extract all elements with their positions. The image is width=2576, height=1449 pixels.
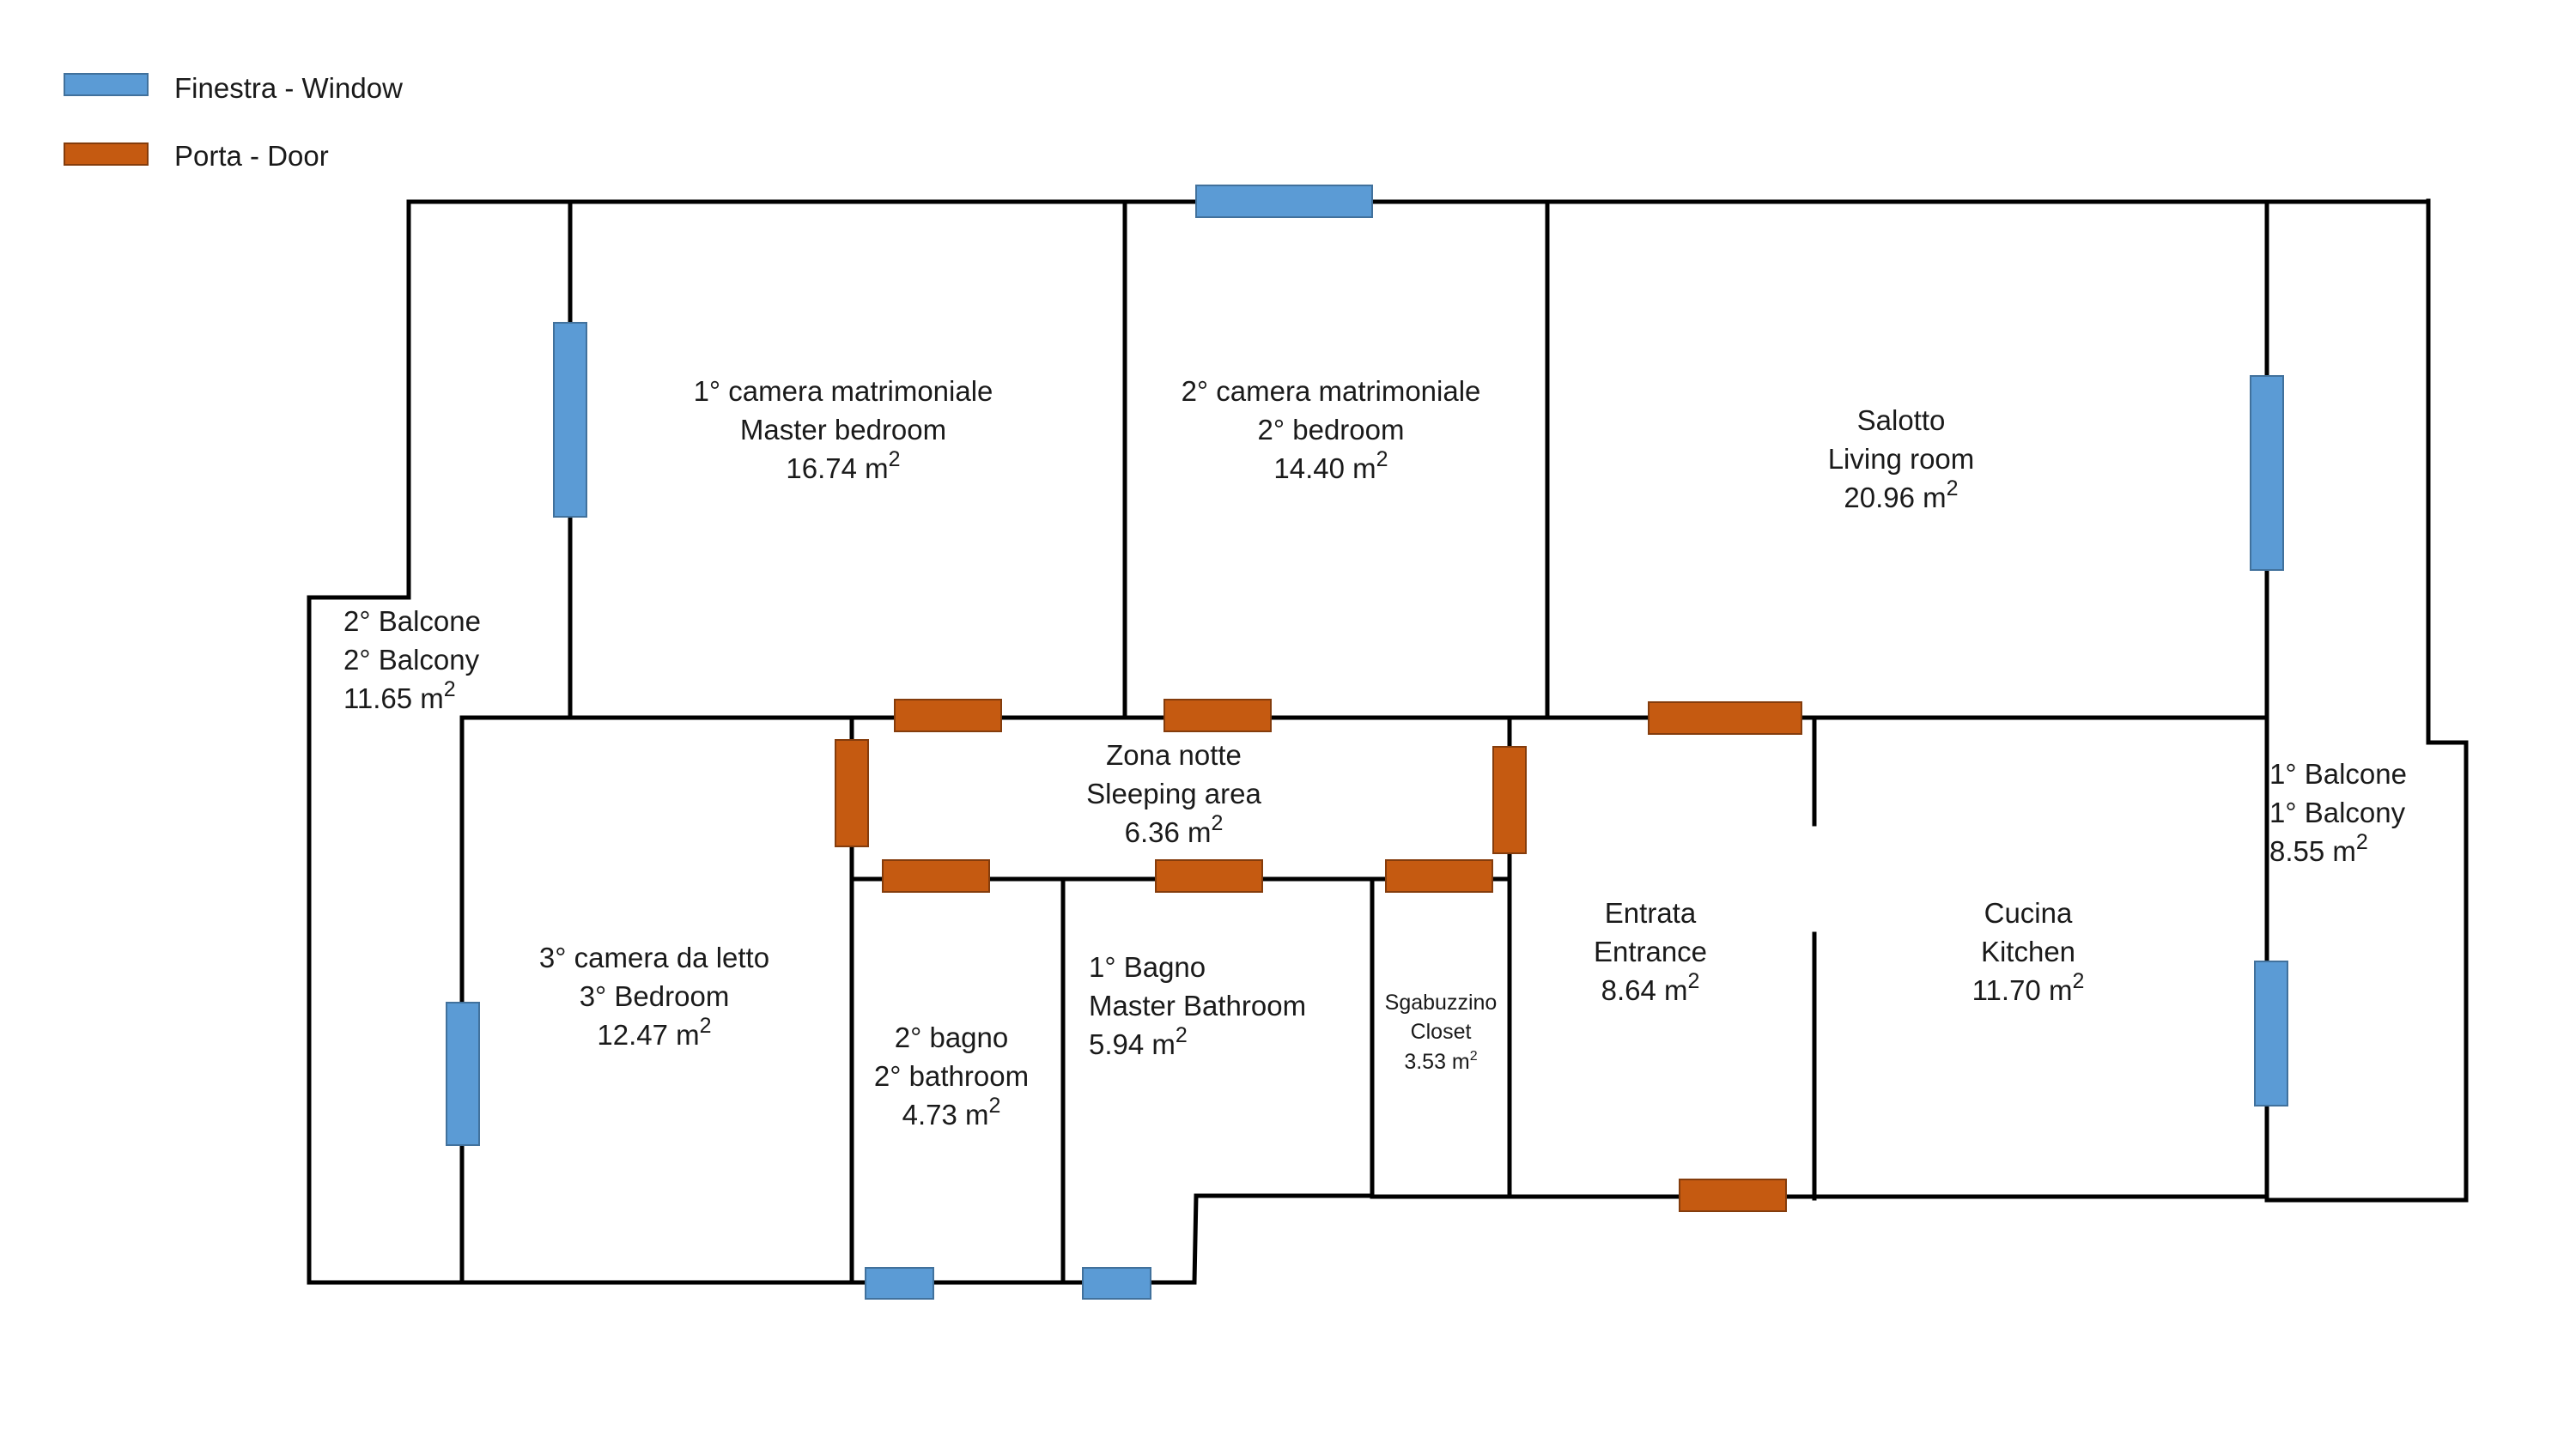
svg-text:2° Balcone: 2° Balcone [343,605,481,637]
balcony-1-outline [2264,199,2469,1203]
svg-text:1° camera matrimoniale: 1° camera matrimoniale [694,375,993,407]
label-balcony-2: 2° Balcone 2° Balcony 11.65 m2 [343,605,481,714]
label-master-bedroom: 1° camera matrimoniale Master bedroom 16… [694,375,993,484]
windows [446,185,2288,1300]
label-master-bathroom: 1° Bagno Master Bathroom 5.94 m2 [1089,951,1306,1060]
door-sleeping-area-east [1492,746,1527,854]
svg-text:Entrance: Entrance [1594,936,1707,967]
svg-text:14.40 m2: 14.40 m2 [1273,447,1388,484]
label-closet: Sgabuzzino Closet 3.53 m2 [1385,991,1498,1074]
window-kitchen [2254,961,2288,1106]
label-living-room: Salotto Living room 20.96 m2 [1828,404,1975,513]
svg-text:11.70 m2: 11.70 m2 [1972,969,2085,1006]
svg-text:4.73 m2: 4.73 m2 [902,1094,1001,1131]
legend: Finestra - Window Porta - Door [64,72,403,172]
doors [835,699,1802,1212]
window-second-bathroom [865,1267,934,1300]
label-kitchen: Cucina Kitchen 11.70 m2 [1972,897,2085,1006]
svg-text:Sgabuzzino: Sgabuzzino [1385,991,1498,1015]
svg-text:11.65 m2: 11.65 m2 [343,677,456,714]
svg-text:Living room: Living room [1828,443,1975,475]
svg-text:3° camera da letto: 3° camera da letto [539,942,769,973]
svg-text:2° camera matrimoniale: 2° camera matrimoniale [1182,375,1481,407]
svg-text:12.47 m2: 12.47 m2 [597,1014,711,1051]
svg-text:1° Balcone: 1° Balcone [2269,758,2407,790]
door-third-bedroom [835,739,869,847]
window-master-bathroom [1082,1267,1151,1300]
svg-text:1° Balcony: 1° Balcony [2269,797,2406,828]
svg-text:Zona notte: Zona notte [1106,739,1242,771]
door-legend-label: Porta - Door [174,140,329,172]
outer-wall-top [406,198,2431,204]
door-master-bedroom [894,699,1002,732]
svg-text:2° bedroom: 2° bedroom [1258,414,1405,446]
window-legend-label: Finestra - Window [174,72,403,104]
svg-text:3° Bedroom: 3° Bedroom [580,980,730,1012]
walls [307,198,2469,1285]
svg-text:3.53 m2: 3.53 m2 [1404,1049,1477,1074]
door-legend-swatch [64,142,149,166]
svg-text:Entrata: Entrata [1605,897,1697,929]
window-third-bedroom [446,1002,480,1146]
window-living-room [2250,375,2284,571]
svg-text:5.94 m2: 5.94 m2 [1089,1023,1188,1060]
svg-text:Salotto: Salotto [1857,404,1946,436]
svg-text:8.64 m2: 8.64 m2 [1601,969,1700,1006]
room-labels: 1° camera matrimoniale Master bedroom 16… [343,375,2407,1131]
door-entrance [1679,1179,1787,1212]
window-master-bedroom [553,322,587,518]
label-second-bathroom: 2° bagno 2° bathroom 4.73 m2 [874,1022,1029,1131]
svg-text:2° Balcony: 2° Balcony [343,644,480,676]
label-entrance: Entrata Entrance 8.64 m2 [1594,897,1707,1006]
door-closet [1385,859,1493,893]
svg-text:1° Bagno: 1° Bagno [1089,951,1206,983]
svg-text:Closet: Closet [1411,1020,1472,1044]
svg-text:Master Bathroom: Master Bathroom [1089,990,1306,1022]
svg-text:6.36 m2: 6.36 m2 [1125,811,1224,848]
svg-text:Sleeping area: Sleeping area [1086,778,1261,809]
svg-text:2° bagno: 2° bagno [895,1022,1008,1053]
door-second-bathroom [882,859,990,893]
door-master-bathroom [1155,859,1263,893]
label-balcony-1: 1° Balcone 1° Balcony 8.55 m2 [2269,758,2407,867]
label-second-bedroom: 2° camera matrimoniale 2° bedroom 14.40 … [1182,375,1481,484]
balcony-2-outline [307,199,465,1285]
svg-text:Master bedroom: Master bedroom [740,414,946,446]
label-third-bedroom: 3° camera da letto 3° Bedroom 12.47 m2 [539,942,769,1051]
window-top [1195,185,1373,218]
svg-text:2° bathroom: 2° bathroom [874,1060,1029,1092]
door-second-bedroom [1163,699,1272,732]
svg-text:8.55 m2: 8.55 m2 [2269,830,2368,867]
svg-text:Cucina: Cucina [1984,897,2073,929]
svg-text:16.74 m2: 16.74 m2 [786,447,900,484]
svg-text:20.96 m2: 20.96 m2 [1844,476,1958,513]
label-sleeping-area: Zona notte Sleeping area 6.36 m2 [1086,739,1261,848]
svg-text:Kitchen: Kitchen [1981,936,2075,967]
door-living-room [1648,701,1802,735]
window-legend-swatch [64,73,149,96]
